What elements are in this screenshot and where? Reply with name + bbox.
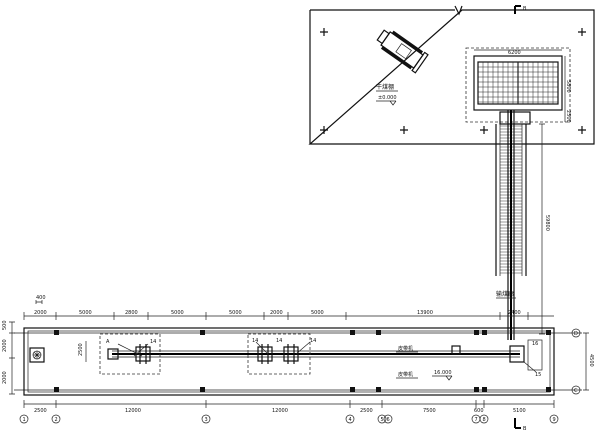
dimensions-left (9, 321, 15, 395)
dim-top-5: 5000 (229, 310, 242, 316)
mark-15: 15 (535, 372, 541, 378)
mark-16: 16 (532, 341, 538, 347)
mark-14b: 14 (252, 338, 258, 344)
section-mark-top: B (514, 5, 527, 14)
section-bottom-label: B (523, 426, 527, 432)
section-top-label: B (523, 6, 527, 12)
conveyor-gallery: 输煤廊 59800 (495, 110, 550, 340)
grid-number-4: 4 (349, 417, 352, 423)
long-building: A 14 14 14 14 皮带机 皮带机 16.000 16 15 (14, 327, 582, 396)
grid-bubble-9 (549, 414, 559, 424)
dim-bottom-2: 12000 (125, 408, 141, 414)
grid-axis-letters: D C (571, 328, 581, 395)
motor-icon (32, 350, 42, 360)
dim-bottom-3: 12000 (272, 408, 288, 414)
dim-hopper-h1: 5800 (565, 80, 571, 93)
grid-d: D (574, 331, 578, 337)
conveyor-gallery-label: 输煤廊 (496, 290, 514, 298)
grid-bubble-8 (479, 414, 489, 424)
grid-bubble-3 (201, 414, 211, 424)
grid-number-9: 9 (553, 417, 556, 423)
dim-vertical-long: 59800 (544, 215, 550, 231)
dim-inner: 2500 (78, 343, 84, 356)
elev-low: 16.000 (434, 370, 452, 376)
mark-14: 14 (150, 339, 156, 345)
dim-bottom-4: 2500 (360, 408, 373, 414)
dim-bottom-5: 7500 (423, 408, 436, 414)
grid-bubble-6 (383, 414, 393, 424)
grid-bubble-1 (19, 414, 29, 424)
grid-number-7: 7 (475, 417, 478, 423)
dim-bottom-7: 5100 (513, 408, 526, 414)
bulldozer-icon (376, 29, 429, 74)
dim-left-2: 2000 (2, 339, 8, 352)
grid-number-3: 3 (205, 417, 208, 423)
dimensions-bottom (23, 400, 555, 408)
dim-bottom-6: 600 (474, 408, 484, 414)
column-crosshairs (320, 28, 586, 134)
grid-number-1: 1 (23, 417, 26, 423)
belt-label-2: 皮带机 (398, 371, 413, 378)
grid-bubble-4 (345, 414, 355, 424)
wall-columns (54, 330, 551, 392)
mark-a: A (106, 339, 110, 345)
dim-top-4: 5000 (171, 310, 184, 316)
dim-left-3: 2000 (2, 371, 8, 384)
mark-14c: 14 (276, 338, 282, 344)
grid-number-6: 6 (387, 417, 390, 423)
storage-yard: 干煤棚 ±0.000 6200 5800 2500 (308, 5, 595, 145)
grid-number-2: 2 (55, 417, 58, 423)
dim-left-1: 500 (2, 320, 8, 330)
dim-right: 4500 (588, 354, 594, 367)
screen-grid (478, 62, 558, 104)
dim-top-6: 2000 (270, 310, 283, 316)
dim-bottom-1: 2500 (34, 408, 47, 414)
grid-number-8: 8 (483, 417, 486, 423)
dim-top-8: 13900 (417, 310, 433, 316)
mark-14d: 14 (310, 338, 316, 344)
dim-top-7: 5000 (311, 310, 324, 316)
dim-small-top: 400 (36, 295, 46, 301)
section-mark-bottom: B (514, 418, 527, 432)
grid-bubble-5 (377, 414, 387, 424)
grid-c: C (574, 388, 578, 394)
yard-name: 干煤棚 (376, 83, 394, 91)
dim-hopper-h2: 2500 (565, 110, 571, 123)
yard-elevation: ±0.000 (378, 95, 397, 101)
dim-top-1: 2000 (34, 310, 47, 316)
belt-label-1: 皮带机 (398, 345, 413, 352)
dim-top-2: 5000 (79, 310, 92, 316)
dim-top-9: 2400 (508, 310, 521, 316)
dim-top-3: 2800 (125, 310, 138, 316)
grid-number-5: 5 (381, 417, 384, 423)
dimensions-top (23, 300, 554, 320)
grid-bubble-2 (51, 414, 61, 424)
dim-hopper-width: 6200 (508, 50, 521, 56)
